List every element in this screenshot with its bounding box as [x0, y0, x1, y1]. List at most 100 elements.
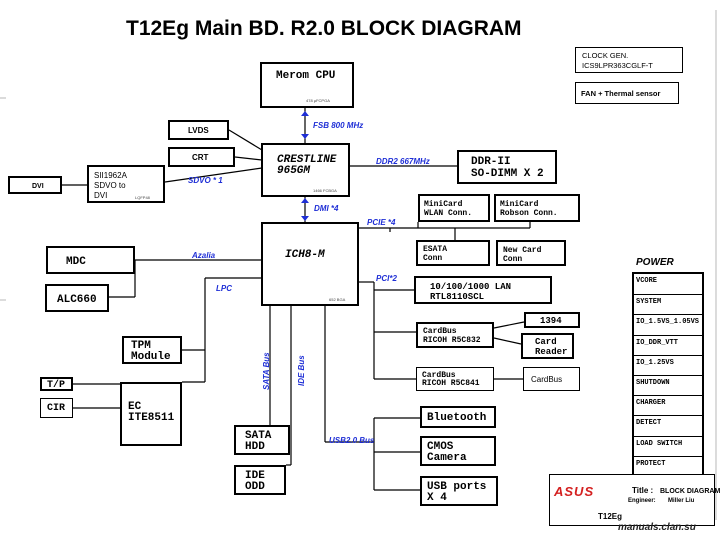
cpu-package: 478 µFCPGA — [306, 98, 330, 103]
lan-block: 10/100/1000 LAN RTL8110SCL — [414, 276, 552, 304]
lpc-bus-label: LPC — [216, 284, 232, 293]
touchpad-block: T/P — [40, 377, 73, 391]
power-item: SHUTDOWN — [634, 375, 702, 395]
usb-ports-block: USB ports X 4 — [420, 476, 498, 506]
ddr-label-1: DDR-II — [471, 156, 511, 168]
power-item: PROTECT — [634, 455, 702, 476]
ec-label-2: ITE8511 — [128, 412, 175, 424]
dvi-connector-block: DVI — [8, 176, 62, 194]
ec-block: EC ITE8511 — [120, 382, 182, 446]
power-item: LOAD SWITCH — [634, 435, 702, 456]
ec-label-1: EC — [128, 401, 142, 413]
fsb-bus-label: FSB 800 MHz — [313, 121, 364, 130]
card-reader-label-2: Reader — [535, 347, 568, 357]
crestline-label-1: CRESTLINE — [277, 154, 337, 166]
cpu-label: Merom CPU — [276, 70, 336, 82]
sata-hdd-label-2: HDD — [245, 441, 265, 453]
tpm-label-2: Module — [131, 351, 171, 363]
sdvo-label-1: SII1962A — [94, 171, 127, 180]
crestline-label-2: 965GM — [277, 165, 311, 177]
cir-block: CIR — [40, 398, 73, 418]
power-item: IO_DDR_VTT — [634, 334, 702, 355]
watermark: manuals.clan.su — [618, 522, 696, 533]
ich8m-label: ICH8-M — [285, 249, 325, 261]
sata-bus-label: SATA Bus — [262, 352, 271, 390]
ide-odd-label-1: IDE — [245, 470, 265, 482]
minicard-robson-label-2: Robson Conn. — [500, 209, 558, 218]
tpm-label-1: TPM — [131, 340, 151, 352]
diagram-title: T12Eg Main BD. R2.0 BLOCK DIAGRAM — [126, 17, 522, 40]
cardbus1-block: CardBus RICOH R5C832 — [416, 322, 494, 348]
lan-label-2: RTL8110SCL — [430, 292, 485, 302]
cardbus2-label-1: CardBus — [422, 371, 456, 380]
usb-bus-label: USB2.0 Bus — [329, 436, 375, 445]
fan-thermal-label: FAN + Thermal sensor — [581, 89, 661, 98]
cardbus1-label-2: RICOH R5C832 — [423, 336, 481, 345]
cpu-block: Merom CPU 478 µFCPGA — [260, 62, 354, 108]
sata-hdd-block: SATA HDD — [234, 425, 290, 455]
cardbus2-block: CardBus RICOH R5C841 — [416, 367, 494, 391]
cmos-label-2: Camera — [427, 452, 467, 464]
ich8m-package: 652 BGA — [329, 297, 346, 302]
crestline-block: CRESTLINE 965GM 1466 FCBGA — [261, 143, 350, 197]
sdvo-label-2: SDVO to — [94, 181, 126, 190]
cardbus1-label-1: CardBus — [423, 327, 457, 336]
card-reader-label-1: Card — [535, 337, 557, 347]
power-item: DETECT — [634, 415, 702, 435]
title-value: BLOCK DIAGRAM — [660, 488, 721, 495]
esata-label-2: Conn — [423, 254, 443, 263]
asus-logo: ASUS — [554, 484, 595, 499]
bluetooth-block: Bluetooth — [420, 406, 496, 428]
newcard-label-2: Conn — [503, 255, 523, 264]
title-label: Title : — [632, 486, 654, 495]
ich8m-block: ICH8-M 652 BGA — [261, 222, 359, 306]
cmos-camera-block: CMOS Camera — [420, 436, 496, 466]
minicard-wlan-block: MiniCard WLAN Conn. — [418, 194, 490, 222]
ddr2-bus-label: DDR2 667MHz — [376, 157, 430, 166]
ide-odd-label-2: ODD — [245, 481, 265, 493]
cmos-label-1: CMOS — [427, 441, 454, 453]
lvds-label: LVDS — [188, 126, 209, 135]
engineer-label: Engineer: — [628, 498, 656, 504]
ddr-label-2: SO-DIMM X 2 — [471, 168, 544, 180]
minicard-wlan-label-1: MiniCard — [424, 200, 463, 209]
clock-gen-block: CLOCK GEN. ICS9LPR363CGLF-T — [575, 47, 683, 73]
power-title: POWER — [636, 257, 674, 268]
newcard-label-1: New Card — [503, 246, 542, 255]
crt-block: CRT — [168, 147, 235, 167]
mdc-block: MDC — [46, 246, 135, 274]
minicard-robson-label-1: MiniCard — [500, 200, 539, 209]
alc660-block: ALC660 — [45, 284, 109, 312]
usb-ports-label-2: X 4 — [427, 492, 447, 504]
sata-hdd-label-1: SATA — [245, 430, 272, 442]
pci-bus-label: PCI*2 — [376, 274, 397, 283]
power-item: IO_1.5VS_1.05VS — [634, 314, 702, 334]
pcie-bus-label: PCIE *4 — [367, 218, 396, 227]
touchpad-label: T/P — [47, 380, 66, 391]
esata-block: ESATA Conn — [416, 240, 490, 266]
ieee1394-label: 1394 — [540, 316, 562, 326]
minicard-robson-block: MiniCard Robson Conn. — [494, 194, 580, 222]
cardbus-slot-block: CardBus — [523, 367, 580, 391]
usb-ports-label-1: USB ports — [427, 481, 487, 493]
cardbus2-label-2: RICOH R5C841 — [422, 379, 480, 388]
card-reader-block: Card Reader — [521, 333, 574, 359]
ide-bus-label: IDE Bus — [297, 355, 306, 386]
cardbus-slot-label: CardBus — [531, 375, 563, 384]
lvds-block: LVDS — [168, 120, 229, 140]
lan-label-1: 10/100/1000 LAN — [430, 282, 512, 292]
crt-label: CRT — [192, 153, 209, 162]
crestline-package: 1466 FCBGA — [313, 188, 337, 193]
cir-label: CIR — [47, 403, 66, 414]
fan-thermal-block: FAN + Thermal sensor — [575, 82, 679, 104]
power-item: VCORE — [636, 277, 658, 285]
esata-label-1: ESATA — [423, 245, 448, 254]
ide-odd-block: IDE ODD — [234, 465, 286, 495]
clock-gen-label-1: CLOCK GEN. — [582, 51, 629, 60]
power-item: SYSTEM — [634, 294, 702, 314]
title-block: ASUS Title : BLOCK DIAGRAM Engineer: Mil… — [549, 474, 720, 526]
dvi-label: DVI — [32, 183, 44, 190]
tpm-block: TPM Module — [122, 336, 182, 364]
